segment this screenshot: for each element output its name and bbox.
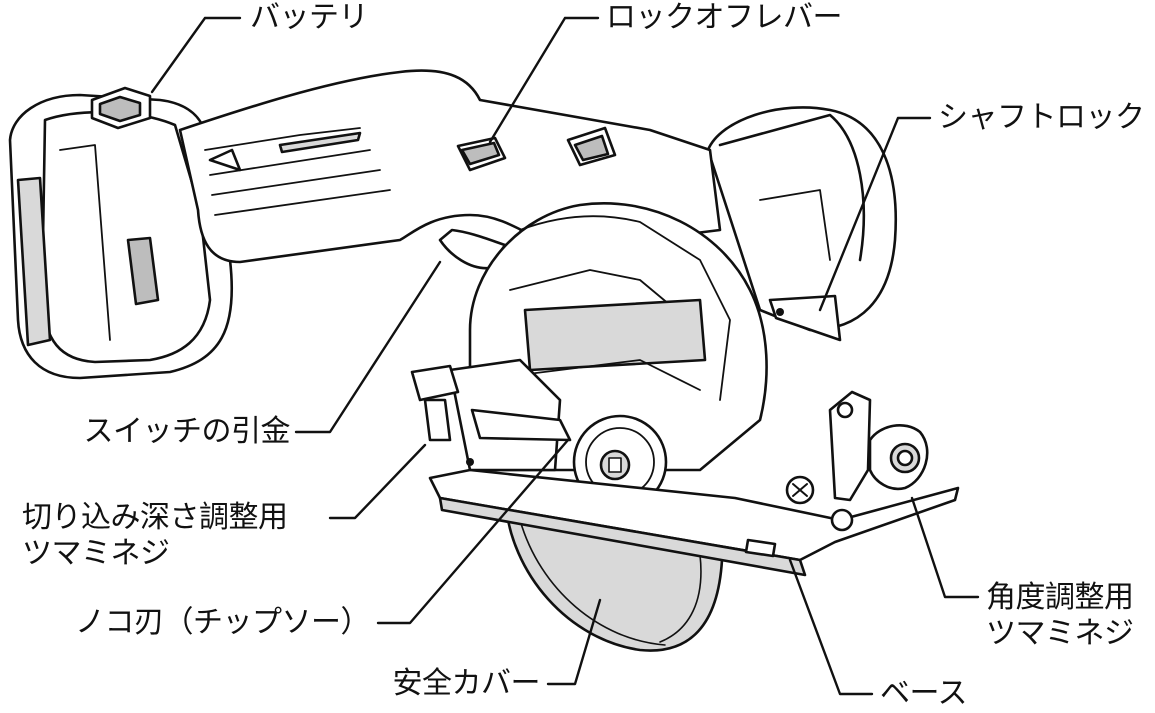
label-safety-cover-text: 安全カバー <box>392 666 541 701</box>
leader-depth-knob <box>328 443 427 520</box>
label-angle-adjust-knob-line1: 角度調整用 <box>986 580 1134 615</box>
label-lock-off-lever-text: ロックオフレバー <box>606 0 843 35</box>
leader-battery <box>150 16 242 94</box>
leader-saw-blade <box>376 438 570 625</box>
shaft-lock-plate <box>768 294 842 342</box>
leader-safety-cover <box>546 598 602 686</box>
leader-trigger <box>294 260 442 434</box>
label-lock-off-lever: ロックオフレバー <box>606 0 843 36</box>
label-angle-adjust-knob-line2: ツマミネジ <box>986 616 1134 651</box>
battery-drawing <box>8 86 234 380</box>
label-depth-adjust-knob: 切り込み深さ調整用 ツマミネジ <box>22 500 288 572</box>
label-shaft-lock: シャフトロック <box>938 100 1145 136</box>
leader-lock-off-lever <box>488 16 600 144</box>
label-base: ベース <box>880 676 968 712</box>
label-switch-trigger-text: スイッチの引金 <box>83 414 291 449</box>
label-angle-adjust-knob: 角度調整用 ツマミネジ <box>986 580 1134 652</box>
label-base-text: ベース <box>880 676 968 711</box>
label-battery-text: バッテリ <box>250 0 369 35</box>
label-switch-trigger: スイッチの引金 <box>40 414 291 450</box>
label-depth-adjust-knob-line2: ツマミネジ <box>22 536 170 571</box>
angle-knob-drawing <box>785 390 929 532</box>
leader-shaft-lock <box>818 116 932 312</box>
label-depth-adjust-knob-line1: 切り込み深さ調整用 <box>22 500 288 535</box>
depth-knob-shape <box>410 364 460 402</box>
label-shaft-lock-text: シャフトロック <box>938 100 1145 135</box>
leader-lines <box>150 16 980 696</box>
label-saw-blade-text: ノコ刃（チップソー） <box>75 605 371 640</box>
leader-base <box>788 558 874 696</box>
leader-angle-knob <box>910 496 980 599</box>
label-battery: バッテリ <box>250 0 369 36</box>
label-saw-blade: ノコ刃（チップソー） <box>60 605 371 641</box>
base-drawing <box>428 458 960 577</box>
label-safety-cover: 安全カバー <box>320 666 541 702</box>
